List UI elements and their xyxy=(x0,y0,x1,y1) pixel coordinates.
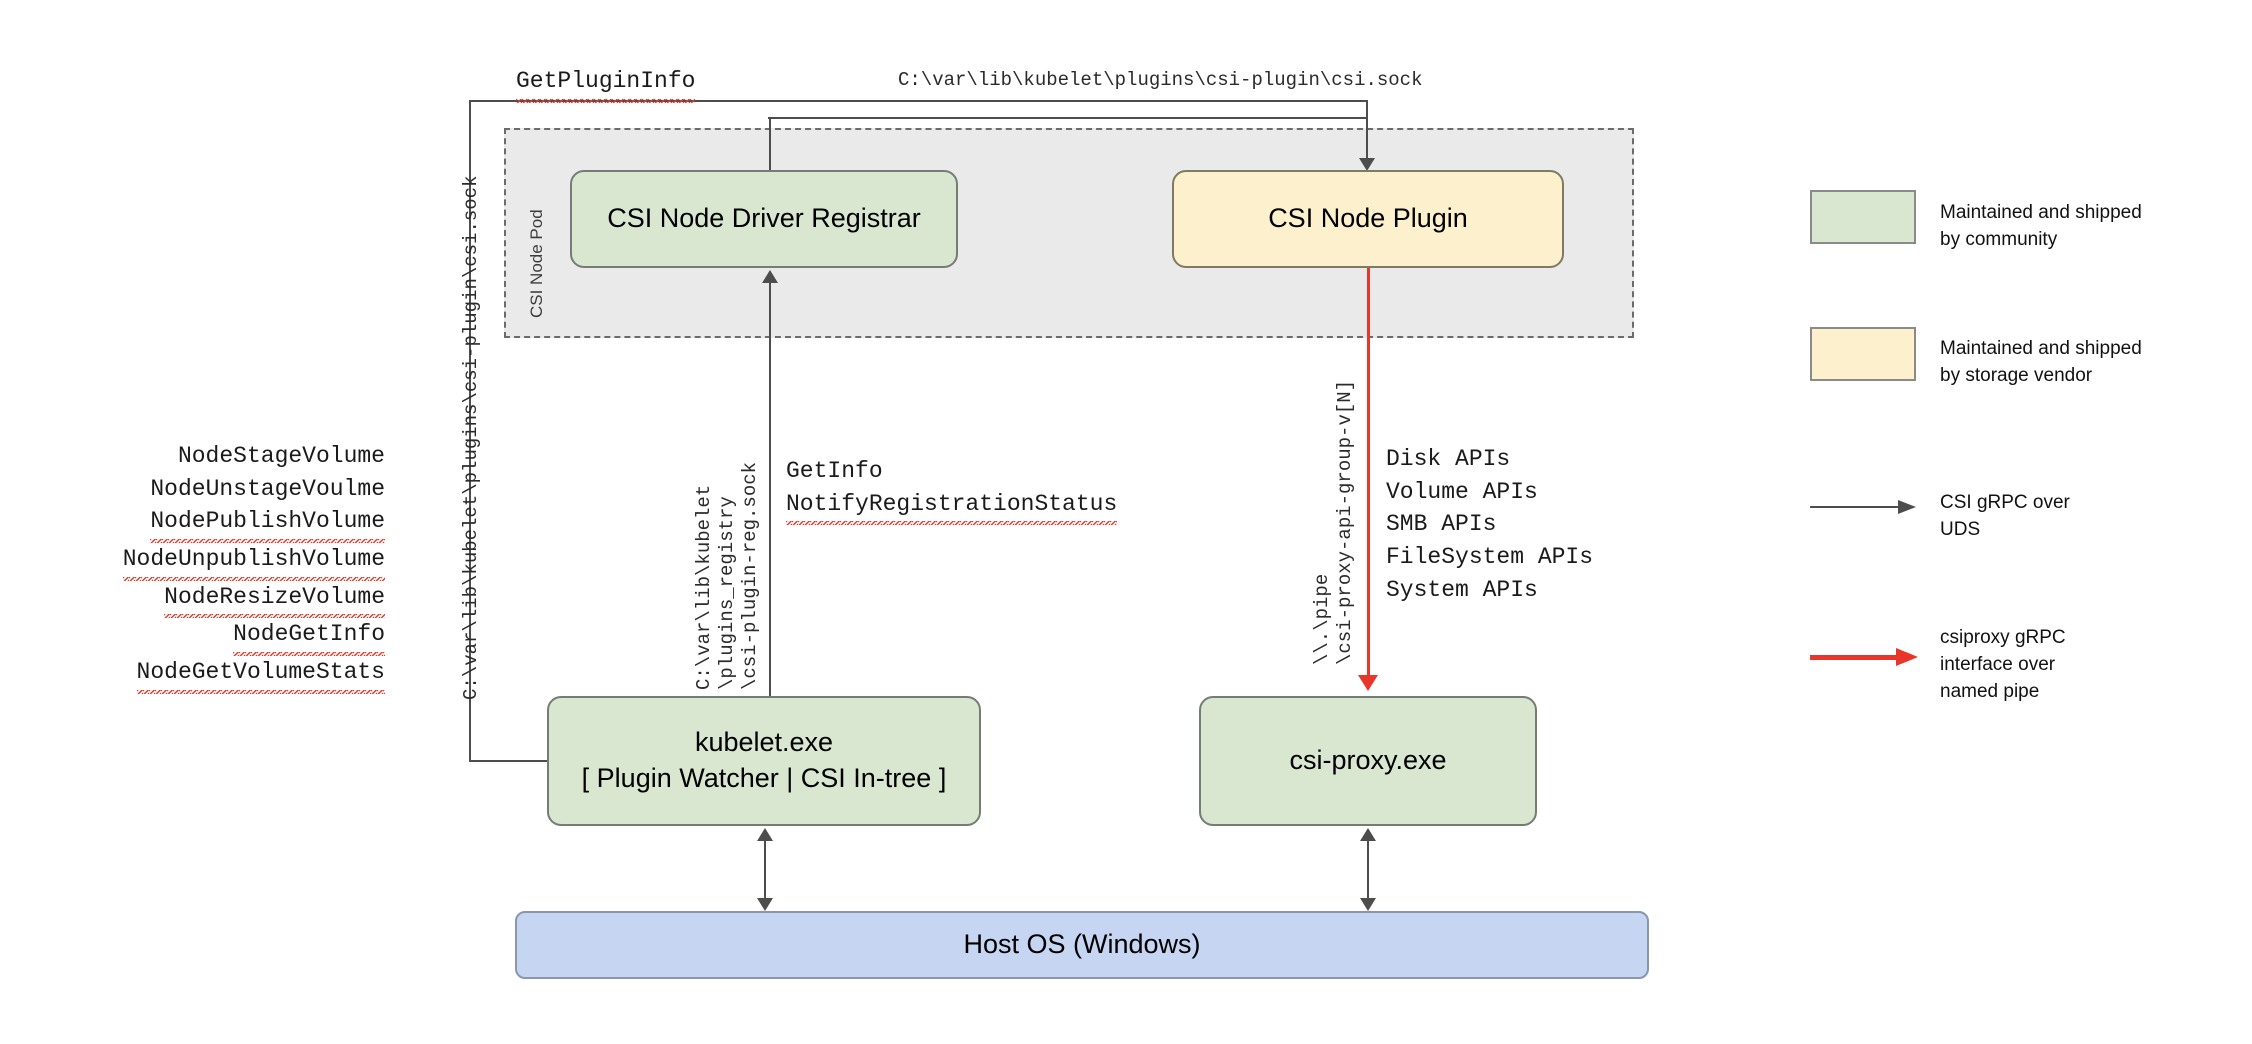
registration-connector-vertical xyxy=(769,282,771,696)
node-api-call-2: NodePublishVolume xyxy=(150,505,385,543)
legend-arrow-named-pipe-icon xyxy=(1810,648,1920,666)
kubelet-hostos-arrow-up xyxy=(757,828,773,841)
csi-node-plugin-box[interactable]: CSI Node Plugin xyxy=(1172,170,1564,268)
node-api-call-0: NodeStageVolume xyxy=(177,443,385,469)
proxy-api-group-4: System APIs xyxy=(1386,576,1538,603)
kubelet-box[interactable]: kubelet.exe [ Plugin Watcher | CSI In-tr… xyxy=(547,696,981,826)
named-pipe-arrow-red xyxy=(1358,675,1378,691)
legend-arrow-uds-icon xyxy=(1810,500,1920,514)
registration-arrow-up xyxy=(762,270,778,283)
node-api-call-1: NodeUnstageVoulme xyxy=(150,475,385,502)
getplugininfo-horizontal-top xyxy=(469,100,1367,102)
node-api-call-3: NodeUnpublishVolume xyxy=(122,542,385,581)
registration-call-getinfo: GetInfo xyxy=(786,458,883,484)
legend-swatch-vendor xyxy=(1810,327,1916,381)
legend-label-uds: CSI gRPC over UDS xyxy=(1940,492,2070,540)
legend-label-named-pipe: csiproxy gRPC interface over named pipe xyxy=(1940,627,2066,702)
label-named-pipe-line2: \csi-proxy-api-group-v[N] xyxy=(1334,379,1356,665)
csi-proxy-label: csi-proxy.exe xyxy=(1289,745,1447,776)
registrar-branch-horizontal xyxy=(768,117,1368,119)
label-named-pipe-line1: \\.\pipe xyxy=(1311,573,1333,665)
label-registry-sock-line1: C:\var\lib\kubelet xyxy=(693,484,715,690)
node-api-calls-block: NodeStageVolume NodeUnstageVoulme NodePu… xyxy=(95,440,385,694)
label-csi-sock-path-top: C:\var\lib\kubelet\plugins\csi-plugin\cs… xyxy=(898,69,1423,91)
proxy-api-group-2: SMB APIs xyxy=(1386,511,1497,538)
legend-label-community: Maintained and shipped by community xyxy=(1940,202,2142,250)
csi-node-plugin-label: CSI Node Plugin xyxy=(1268,203,1468,234)
csiproxy-hostos-connector xyxy=(1367,838,1369,900)
getplugininfo-vertical-left xyxy=(469,101,471,761)
kubelet-hostos-arrow-down xyxy=(757,898,773,911)
legend-swatch-community xyxy=(1810,190,1916,244)
csi-node-pod-label: CSI Node Pod xyxy=(527,209,546,318)
legend-label-vendor: Maintained and shipped by storage vendor xyxy=(1940,338,2142,386)
named-pipe-connector-red xyxy=(1367,268,1370,678)
node-api-call-4: NodeResizeVolume xyxy=(164,580,385,619)
registration-call-notifyregistrationstatus: NotifyRegistrationStatus xyxy=(786,487,1118,526)
kubelet-label-line1: kubelet.exe xyxy=(694,727,834,758)
host-os-box[interactable]: Host OS (Windows) xyxy=(515,911,1649,979)
kubelet-label-line2: [ Plugin Watcher | CSI In-tree ] xyxy=(581,763,947,793)
csiproxy-hostos-arrow-down xyxy=(1360,898,1376,911)
csi-sock-vertical-to-node-plugin xyxy=(1366,100,1368,162)
label-registry-sock-line3: \csi-plugin-reg.sock xyxy=(739,461,761,690)
proxy-api-group-1: Volume APIs xyxy=(1386,478,1538,505)
label-registry-sock-line2: \plugins_registry xyxy=(716,496,738,690)
proxy-api-group-0: Disk APIs xyxy=(1386,446,1511,472)
csi-node-driver-registrar-box[interactable]: CSI Node Driver Registrar xyxy=(570,170,958,268)
proxy-api-group-3: FileSystem APIs xyxy=(1386,543,1594,570)
node-api-call-6: NodeGetVolumeStats xyxy=(136,655,385,694)
label-csi-sock-path-left: C:\var\lib\kubelet\plugins\csi-plugin\cs… xyxy=(460,175,482,701)
csi-sock-arrow-node-plugin xyxy=(1359,158,1375,171)
csiproxy-hostos-arrow-up xyxy=(1360,828,1376,841)
label-get-plugin-info: GetPluginInfo xyxy=(516,65,696,103)
csi-proxy-box[interactable]: csi-proxy.exe xyxy=(1199,696,1537,826)
proxy-api-groups-block: Disk APIs Volume APIs SMB APIs FileSyste… xyxy=(1386,443,1593,606)
getplugininfo-horizontal-bottom xyxy=(469,760,547,762)
registration-calls-block: GetInfo NotifyRegistrationStatus xyxy=(786,455,1118,526)
csi-node-driver-registrar-label: CSI Node Driver Registrar xyxy=(607,203,921,234)
host-os-label: Host OS (Windows) xyxy=(963,929,1201,960)
node-api-call-5: NodeGetInfo xyxy=(233,618,385,656)
kubelet-hostos-connector xyxy=(764,838,766,900)
